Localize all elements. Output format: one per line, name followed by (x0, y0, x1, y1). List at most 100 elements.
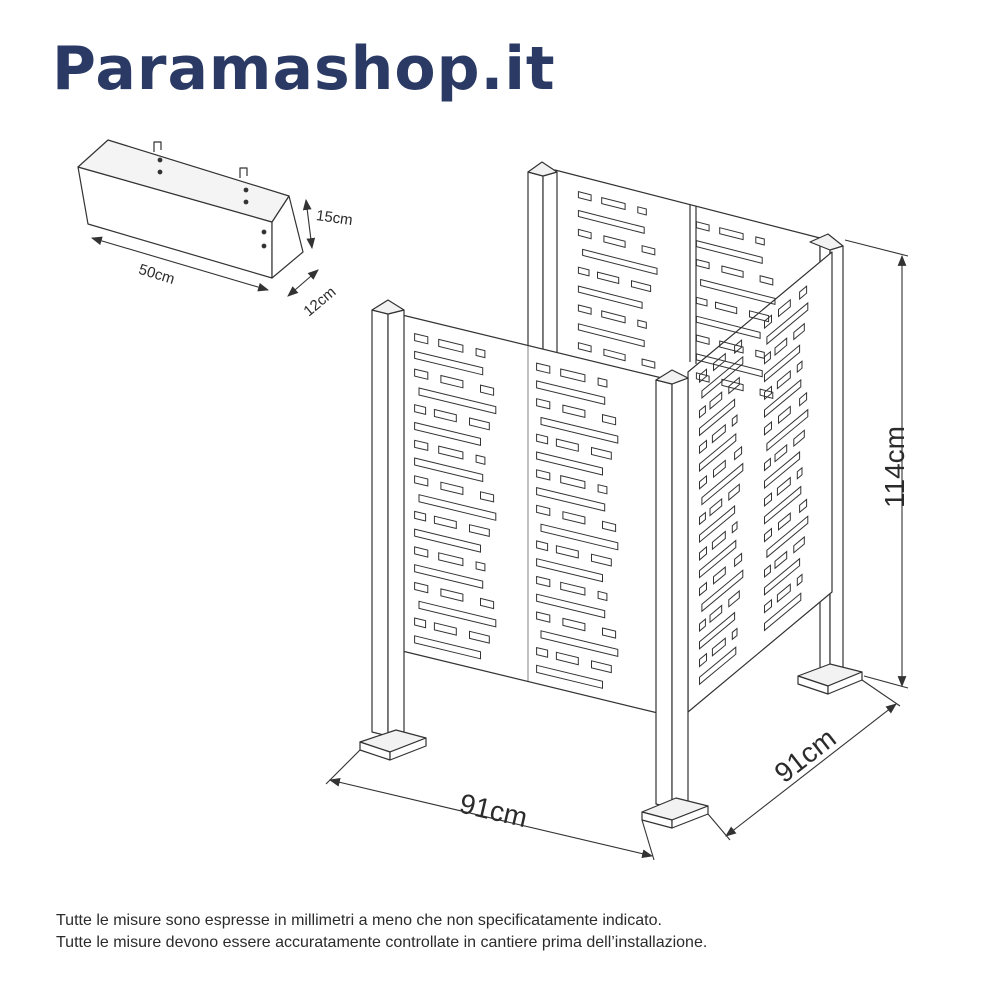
perforation-slot (536, 398, 551, 410)
perforation-slot (766, 301, 809, 346)
perforation-slot (560, 581, 586, 596)
perforation-slot (713, 566, 726, 585)
perforation-slot (560, 474, 586, 490)
perforation-slot (776, 476, 791, 497)
perforation-slot (796, 573, 803, 587)
perforation-slot (602, 520, 617, 533)
perforation-slot (597, 590, 608, 602)
perforation-slot (555, 651, 579, 666)
perforation-slot (597, 271, 620, 285)
perforation-slot (440, 588, 464, 602)
perforation-slot (764, 385, 772, 401)
perforation-slot (764, 314, 772, 330)
perforation-slot (536, 646, 549, 658)
enclosure-dimensions (325, 239, 909, 861)
perforation-slot (721, 378, 744, 392)
perforation-slot (701, 462, 744, 506)
perforation-slot (709, 604, 723, 624)
brand-logo: Paramashop.it (52, 34, 556, 104)
perforation-slot (536, 558, 603, 583)
perforation-slot (480, 597, 495, 610)
perforation-slot (728, 376, 740, 395)
right-panel-perforations (699, 285, 809, 686)
perforation-slot (480, 384, 495, 396)
perforation-slot (540, 630, 619, 658)
perforation-slot (764, 485, 802, 525)
perforation-slot (540, 523, 619, 551)
perforation-slot (695, 296, 708, 307)
perforation-slot (591, 660, 612, 674)
perforation-slot (713, 352, 726, 372)
perforation-slot (536, 362, 551, 374)
perforation-slot (799, 285, 808, 301)
perforation-slot (433, 515, 457, 530)
perforation-slot (731, 627, 738, 641)
perforation-slot (480, 491, 495, 503)
perforation-slot (469, 630, 490, 644)
perforation-slot (766, 408, 809, 452)
perforation-slot (414, 528, 481, 553)
perforation-slot (414, 635, 481, 660)
perforation-slot (536, 433, 549, 445)
perforation-slot (755, 349, 765, 360)
perforation-slot (577, 190, 592, 202)
perforation-slot (475, 561, 486, 572)
note-line-1: Tutte le misure sono espresse in millime… (56, 912, 662, 929)
perforation-slot (764, 378, 802, 419)
perforation-slot (536, 540, 549, 552)
perforation-slot (764, 450, 801, 490)
perforation-slot (414, 581, 429, 594)
planter-depth-label: 12cm (300, 283, 339, 320)
base-plate-front-left (359, 729, 427, 761)
perforation-slot (796, 360, 803, 374)
perforation-slot (799, 391, 808, 407)
perforation-slot (597, 484, 608, 495)
perforation-slot (469, 524, 490, 538)
planter-length-label: 50cm (137, 261, 177, 288)
perforation-slot (536, 664, 603, 689)
perforation-slot (695, 334, 710, 345)
perforation-slot (719, 227, 744, 241)
perforation-slot (759, 388, 774, 399)
perforation-slot (418, 494, 497, 521)
perforation-slot (438, 445, 464, 460)
perforation-slot (734, 445, 743, 461)
perforation-slot (749, 310, 770, 323)
perforation-slot (414, 421, 481, 447)
base-plate-front-center (641, 797, 709, 829)
perforation-slot (699, 646, 737, 686)
perforation-slot (699, 581, 707, 597)
perforation-slot (414, 457, 484, 483)
perforation-slot (796, 466, 803, 480)
perforation-slot (734, 552, 743, 568)
perforation-slot (699, 539, 737, 579)
perforation-slot (721, 265, 744, 279)
perforation-slot (555, 438, 579, 452)
perforation-slot (764, 344, 801, 383)
perforation-slot (475, 347, 486, 359)
perforation-slot (774, 550, 788, 570)
perforation-slot (577, 323, 645, 348)
perforation-slot (774, 337, 788, 357)
perforation-slot (699, 611, 736, 650)
perforation-slot (699, 398, 736, 437)
perforation-slot (699, 474, 707, 490)
perforation-slot (414, 368, 429, 380)
perforation-slot (469, 417, 490, 431)
perforation-slot (591, 446, 612, 460)
perforation-slot (695, 372, 710, 383)
perforation-slot (641, 245, 656, 256)
perforation-slot (699, 545, 707, 561)
perforation-slot (711, 637, 726, 657)
perforation-slot (414, 510, 427, 522)
perforation-slot (731, 414, 738, 428)
perforation-slot (536, 486, 606, 512)
perforation-slot (699, 504, 736, 544)
perforation-slot (577, 285, 643, 309)
perforation-slot (536, 504, 551, 517)
perforation-slot (709, 391, 723, 410)
perforation-slot (631, 280, 652, 293)
perforation-slot (637, 206, 647, 216)
perforation-slot (709, 497, 723, 517)
perforation-slot (414, 546, 429, 558)
